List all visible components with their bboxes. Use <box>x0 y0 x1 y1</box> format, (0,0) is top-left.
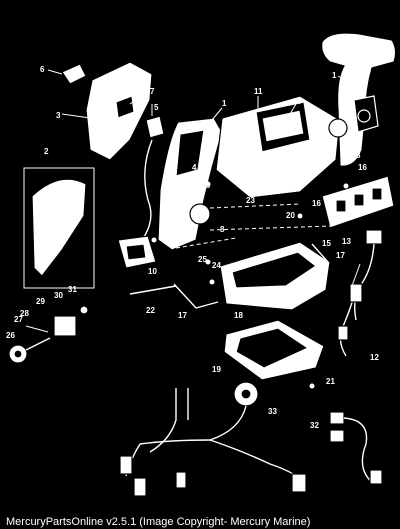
housing-part-11 <box>215 95 341 199</box>
callout-label: 31 <box>68 285 77 294</box>
harness-part-12 <box>337 283 363 357</box>
bracket-part-17 <box>173 283 219 309</box>
callout-label: 1 <box>332 71 337 80</box>
callout-label: 32 <box>310 421 319 430</box>
callout-label: 13 <box>342 237 351 246</box>
callout-label: 29 <box>36 297 45 306</box>
callout-label: 22 <box>146 306 155 315</box>
gasket-part-19 <box>223 319 325 381</box>
callout-label: 26 <box>6 331 15 340</box>
assembly-line <box>209 203 301 209</box>
callout-label: 8 <box>220 225 225 234</box>
callout-label: 14 <box>292 97 301 106</box>
callout-label: 3 <box>56 111 61 120</box>
callout-label: 15 <box>322 239 331 248</box>
inset-cover-box <box>23 167 95 289</box>
knob-part-8-lower <box>189 203 211 225</box>
callout-label: 28 <box>20 309 29 318</box>
callout-label: 4 <box>160 227 165 236</box>
bracket-part-17b <box>311 243 329 263</box>
callout-label: 4 <box>192 163 197 172</box>
switch-part-5 <box>141 115 165 241</box>
callout-label: 20 <box>286 211 295 220</box>
callout-label: 5 <box>154 103 159 112</box>
callout-labels: 1 1 2 3 4 4 5 6 7 8 8 9 10 11 12 13 14 1… <box>6 65 379 430</box>
knob-part-8-upper <box>328 118 348 138</box>
callout-label: 1 <box>222 99 227 108</box>
callout-label: 33 <box>268 407 277 416</box>
callout-label: 25 <box>198 255 207 264</box>
copyright-footer: MercuryPartsOnline v2.5.1 (Image Copyrig… <box>6 516 311 528</box>
callout-label: 23 <box>246 196 255 205</box>
callout-label: 11 <box>254 87 263 96</box>
assembly-line <box>209 225 331 231</box>
side-cover-upper <box>61 61 153 161</box>
callout-label: 6 <box>40 65 45 74</box>
bracket-part-10 <box>117 235 157 269</box>
callout-label: 10 <box>148 267 157 276</box>
callout-label: 18 <box>234 311 243 320</box>
callout-label: 9 <box>206 181 211 190</box>
callout-label: 19 <box>212 365 221 374</box>
callout-label: 21 <box>326 377 335 386</box>
callout-label: 27 <box>14 315 23 324</box>
callout-label: 24 <box>212 261 221 270</box>
cable-part-22 <box>129 285 177 295</box>
callout-label: 17 <box>178 311 187 320</box>
callout-label: 2 <box>44 147 49 156</box>
callout-label: 30 <box>54 291 63 300</box>
callout-label: 12 <box>370 353 379 362</box>
callout-label: 16 <box>312 199 321 208</box>
switch-panel-part-15 <box>321 175 395 229</box>
assembly-line <box>175 237 237 249</box>
connectors-part-32 <box>329 411 383 485</box>
callout-label: 7 <box>150 87 155 96</box>
callout-label: 17 <box>336 251 345 260</box>
ignition-harness-part-33 <box>119 381 307 497</box>
base-tray-part-18 <box>219 241 331 311</box>
side-panel-middle <box>157 117 223 251</box>
callout-label: 8 <box>356 151 361 160</box>
callout-label: 16 <box>358 163 367 172</box>
trim-switch-assembly <box>8 305 89 364</box>
